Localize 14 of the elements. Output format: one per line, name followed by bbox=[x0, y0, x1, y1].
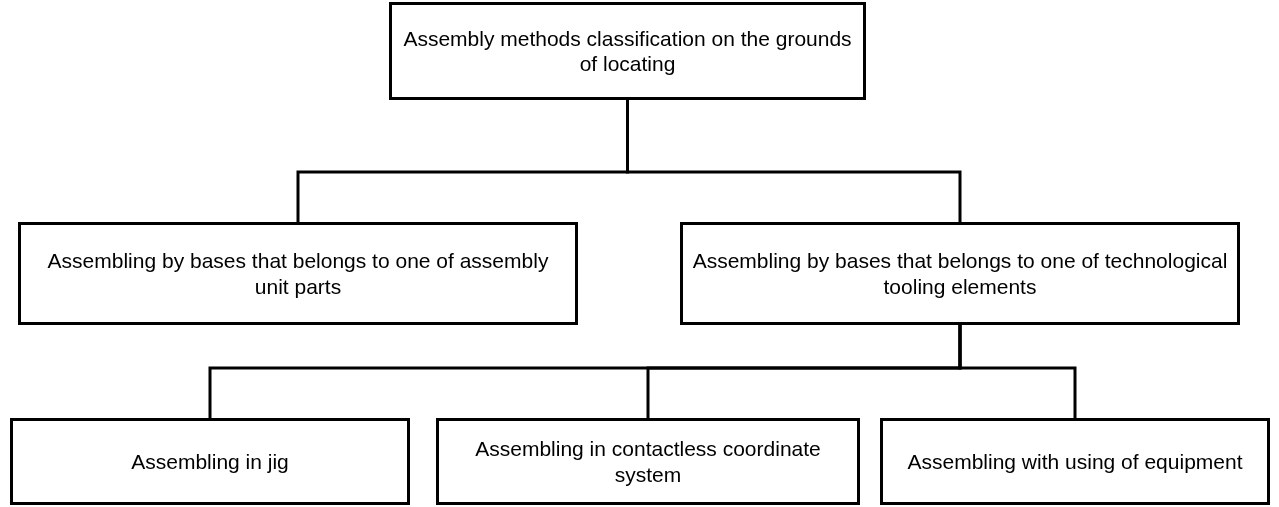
box-label: Assembling with using of equipment bbox=[907, 448, 1243, 475]
process-box bbox=[18, 222, 578, 325]
box-label: Assembling in jig bbox=[131, 448, 289, 475]
connector-line bbox=[958, 325, 1077, 418]
box-label: Assembling in contactless coordinate system bbox=[474, 436, 822, 487]
box-label: Assembly methods classification on the grounds of locating bbox=[402, 25, 853, 77]
process-box bbox=[436, 418, 860, 505]
box-label: Assembling by bases that belongs to one of assembly unit parts bbox=[46, 248, 550, 299]
box-label: Assembling by bases that belongs to one of technological tooling elements bbox=[691, 248, 1229, 299]
process-box bbox=[389, 2, 866, 100]
process-box bbox=[680, 222, 1240, 325]
connector-line bbox=[626, 100, 962, 222]
process-box bbox=[880, 418, 1270, 505]
process-box bbox=[10, 418, 410, 505]
